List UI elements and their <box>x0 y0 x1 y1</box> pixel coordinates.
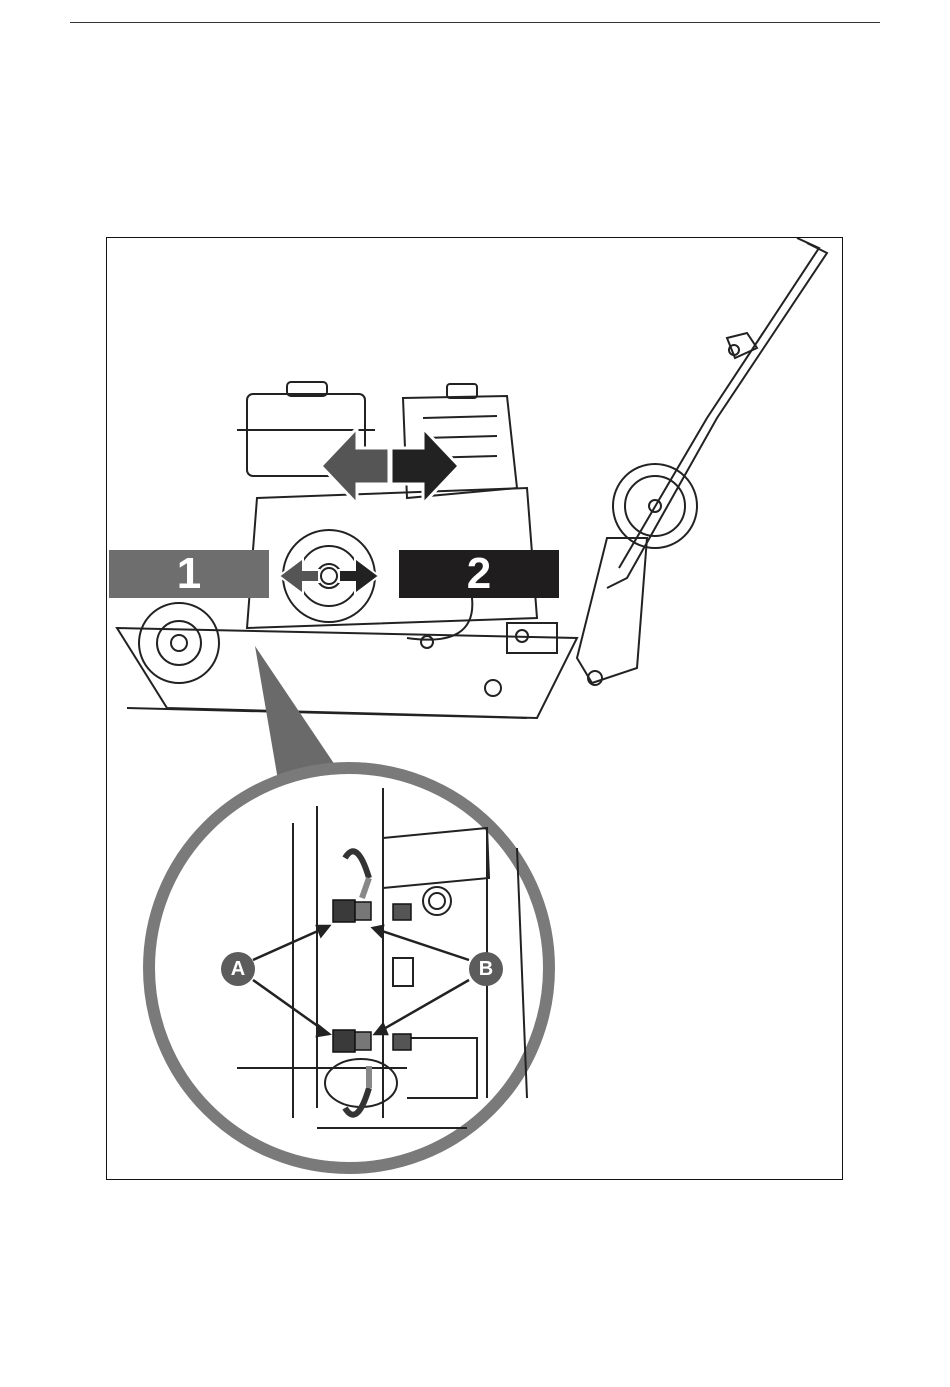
callout-b: B <box>469 952 503 986</box>
step-label-1: 1 <box>109 550 269 598</box>
machine-illustration <box>107 238 843 1180</box>
callout-a: A <box>221 952 255 986</box>
header-rule <box>70 22 880 23</box>
figure-frame: 1 2 A B <box>106 237 843 1180</box>
step-label-2: 2 <box>399 550 559 598</box>
